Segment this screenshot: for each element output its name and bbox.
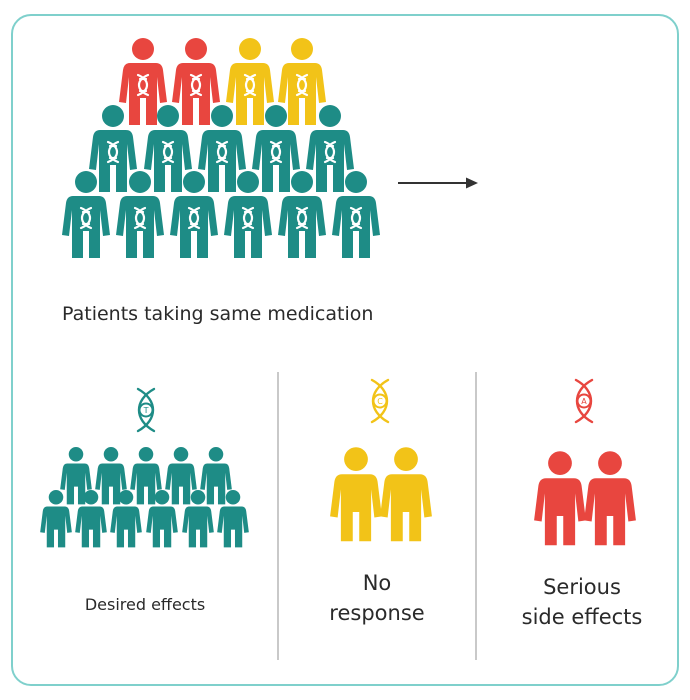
base-letter: C — [377, 397, 383, 406]
main-caption: Patients taking same medication — [62, 303, 374, 325]
side-effects-patient-figure — [584, 451, 636, 546]
group-label-side-effects: Serious side effects — [521, 575, 643, 629]
dna-marker-t-icon: T — [136, 387, 156, 433]
dna-marker-a-icon: A — [574, 378, 594, 424]
group-desired-effects — [40, 446, 249, 548]
no-response-patient-figure — [380, 447, 432, 542]
patient-crowd — [62, 38, 380, 258]
arrow-icon — [398, 177, 478, 189]
diagram-frame — [11, 14, 679, 686]
divider-right — [475, 372, 477, 660]
base-letter: A — [581, 397, 587, 406]
group-side-effects — [534, 451, 636, 546]
base-letter: T — [143, 406, 149, 415]
group-no-response — [330, 447, 432, 542]
group-label-no-response: No response — [329, 571, 425, 625]
no-response-patient-figure — [330, 447, 382, 542]
dna-marker-c-icon: C — [370, 378, 390, 424]
divider-left — [277, 372, 279, 660]
group-label-desired: Desired effects — [84, 595, 206, 614]
side-effects-patient-figure — [534, 451, 586, 546]
